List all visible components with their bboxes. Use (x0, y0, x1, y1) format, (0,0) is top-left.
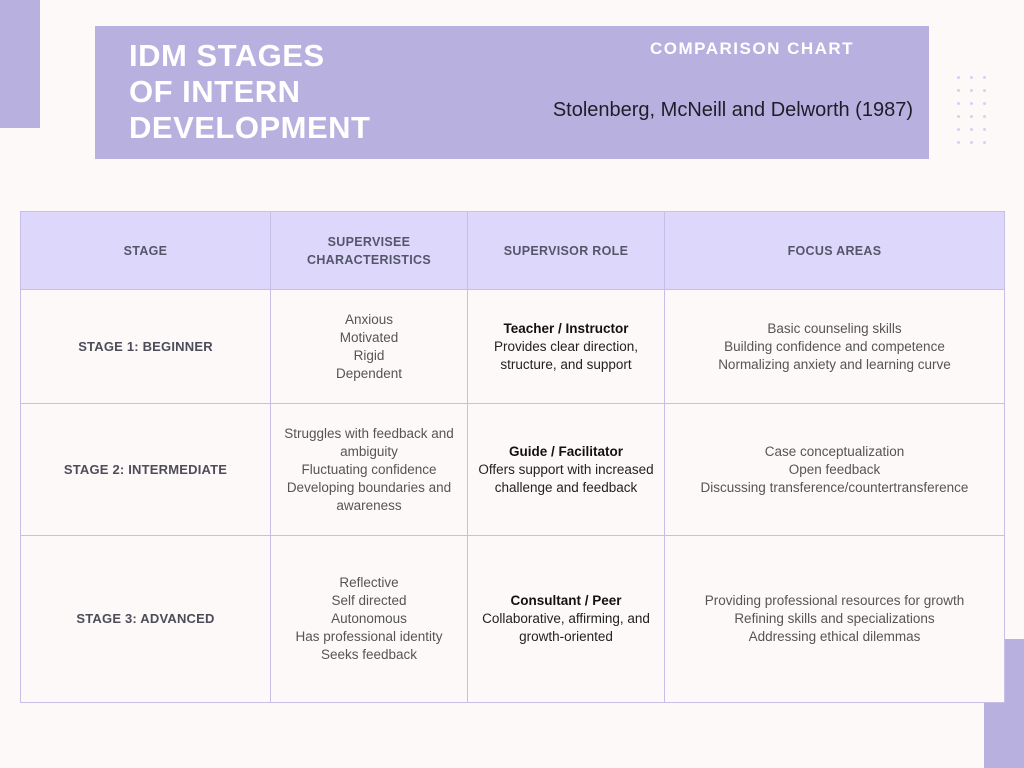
list-item: Addressing ethical dilemmas (748, 629, 921, 644)
role-description: Provides clear direction, structure, and… (493, 338, 639, 372)
list-item: Refining skills and specializations (734, 611, 935, 626)
citation: Stolenberg, McNeill and Delworth (1987) (552, 99, 913, 121)
focus-areas-cell: Basic counseling skills Building confide… (664, 289, 1005, 404)
characteristics-cell: Reflective Self directed Autonomous Has … (270, 535, 468, 703)
characteristics-cell: Anxious Motivated Rigid Dependent (270, 289, 468, 404)
list-item: Discussing transference/countertransfere… (700, 479, 969, 495)
role-title: Teacher / Instructor (503, 320, 629, 336)
list-item: Rigid (353, 347, 385, 363)
table-row: STAGE 3: ADVANCED Reflective Self direct… (20, 535, 1005, 703)
dot-pattern-top-right (957, 76, 986, 144)
focus-areas-cell: Providing professional resources for gro… (664, 535, 1005, 703)
list-item: Struggles with feedback and ambiguity (284, 425, 454, 459)
list-item: Basic counseling skills (767, 320, 902, 336)
list-item: Building confidence and competence (724, 338, 945, 354)
list-item: Fluctuating confidence (301, 461, 437, 477)
title-line: DEVELOPMENT (129, 110, 371, 145)
supervisor-role-cell: Guide / Facilitator Offers support with … (467, 403, 665, 536)
title-line: OF INTERN (129, 74, 301, 109)
decorative-bar-top-left (0, 0, 40, 128)
list-item: Developing boundaries and awareness (286, 479, 452, 513)
focus-areas-cell: Case conceptualization Open feedback Dis… (664, 403, 1005, 536)
list-item: Has professional identity (295, 629, 443, 644)
stage-cell: STAGE 3: ADVANCED (20, 535, 271, 703)
comparison-table: STAGE SUPERVISEE CHARACTERISTICS SUPERVI… (20, 211, 1005, 703)
list-item: Case conceptualization (764, 443, 905, 459)
list-item: Normalizing anxiety and learning curve (718, 356, 951, 372)
header-supervisor-role: SUPERVISOR ROLE (467, 211, 665, 290)
list-item: Seeks feedback (320, 647, 418, 662)
page-subtitle: COMPARISON CHART (650, 39, 855, 58)
list-item: Open feedback (788, 461, 881, 477)
list-item: Providing professional resources for gro… (704, 593, 965, 608)
title-line: IDM STAGES (129, 38, 325, 73)
characteristics-cell: Struggles with feedback and ambiguity Fl… (270, 403, 468, 536)
header-stage: STAGE (20, 211, 271, 290)
role-title: Guide / Facilitator (508, 443, 624, 459)
header-focus-areas: FOCUS AREAS (664, 211, 1005, 290)
role-title: Consultant / Peer (510, 593, 622, 608)
list-item: Autonomous (331, 611, 407, 626)
list-item: Reflective (339, 575, 399, 590)
list-item: Self directed (331, 593, 407, 608)
list-item: Motivated (339, 329, 399, 345)
table-row: STAGE 1: BEGINNER Anxious Motivated Rigi… (20, 289, 1005, 404)
stage-cell: STAGE 2: INTERMEDIATE (20, 403, 271, 536)
header-characteristics: SUPERVISEE CHARACTERISTICS (270, 211, 468, 290)
list-item: Anxious (344, 311, 394, 327)
role-description: Collaborative, affirming, and growth-ori… (482, 611, 650, 644)
list-item: Dependent (335, 365, 403, 381)
table-row: STAGE 2: INTERMEDIATE Struggles with fee… (20, 403, 1005, 536)
supervisor-role-cell: Consultant / Peer Collaborative, affirmi… (467, 535, 665, 703)
table-header-row: STAGE SUPERVISEE CHARACTERISTICS SUPERVI… (20, 211, 1005, 290)
stage-cell: STAGE 1: BEGINNER (20, 289, 271, 404)
supervisor-role-cell: Teacher / Instructor Provides clear dire… (467, 289, 665, 404)
comparison-table-container: STAGE SUPERVISEE CHARACTERISTICS SUPERVI… (20, 211, 1005, 703)
role-description: Offers support with increased challenge … (478, 461, 654, 495)
